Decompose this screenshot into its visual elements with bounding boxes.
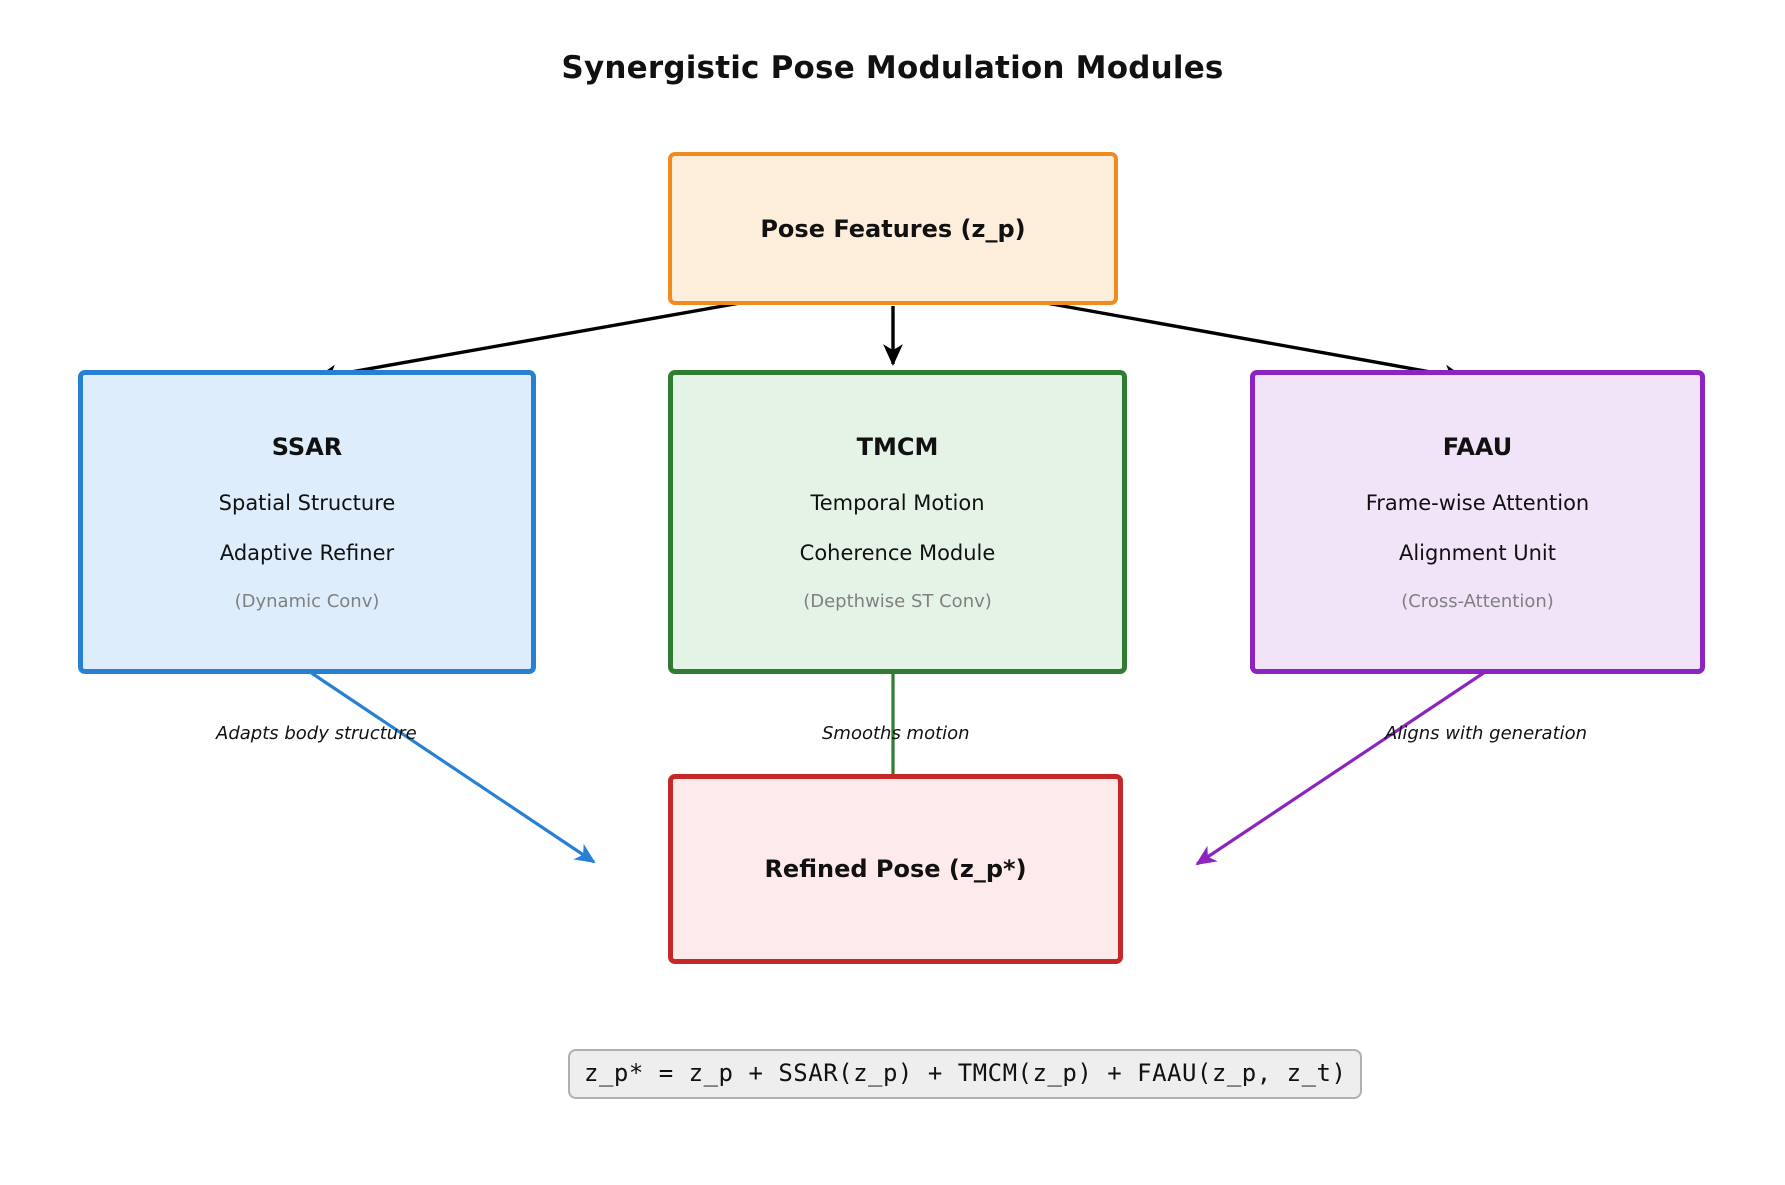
node-tmcm-line1: Temporal Motion [810, 490, 985, 515]
node-pose-features[interactable]: Pose Features (z_p) [668, 152, 1118, 305]
node-faau[interactable]: FAAU Frame-wise Attention Alignment Unit… [1250, 370, 1705, 674]
node-pose-features-title: Pose Features (z_p) [760, 214, 1026, 243]
node-ssar[interactable]: SSAR Spatial Structure Adaptive Refiner … [78, 370, 536, 674]
node-ssar-title: SSAR [271, 432, 343, 461]
node-ssar-line2: Adaptive Refiner [219, 540, 395, 565]
node-faau-title: FAAU [1442, 432, 1513, 461]
edge-label-tmcm-out: Smooths motion [822, 723, 970, 744]
page-title: Synergistic Pose Modulation Modules [561, 50, 1224, 86]
node-ssar-subtitle: (Dynamic Conv) [234, 590, 380, 612]
node-tmcm-subtitle: (Depthwise ST Conv) [803, 590, 992, 612]
node-ssar-line1: Spatial Structure [218, 490, 396, 515]
node-tmcm-line2: Coherence Module [799, 540, 996, 565]
node-tmcm[interactable]: TMCM Temporal Motion Coherence Module (D… [668, 370, 1127, 674]
node-refined-pose[interactable]: Refined Pose (z_p*) [668, 774, 1123, 964]
edge-ssar-out [309, 670, 596, 864]
node-faau-line2: Alignment Unit [1398, 540, 1557, 565]
formula-box: z_p* = z_p + SSAR(z_p) + TMCM(z_p) + FAA… [568, 1049, 1363, 1099]
edge-pose-to-ssar [315, 301, 741, 385]
edge-pose-to-faau [1045, 301, 1466, 385]
node-tmcm-title: TMCM [856, 432, 939, 461]
node-faau-line1: Frame-wise Attention [1365, 490, 1590, 515]
edge-label-faau-out: Aligns with generation [1385, 723, 1588, 744]
node-faau-subtitle: (Cross-Attention) [1401, 590, 1554, 612]
node-refined-pose-title: Refined Pose (z_p*) [764, 855, 1027, 883]
edge-faau-out [1195, 670, 1486, 866]
edge-label-ssar-out: Adapts body structure [216, 723, 417, 744]
